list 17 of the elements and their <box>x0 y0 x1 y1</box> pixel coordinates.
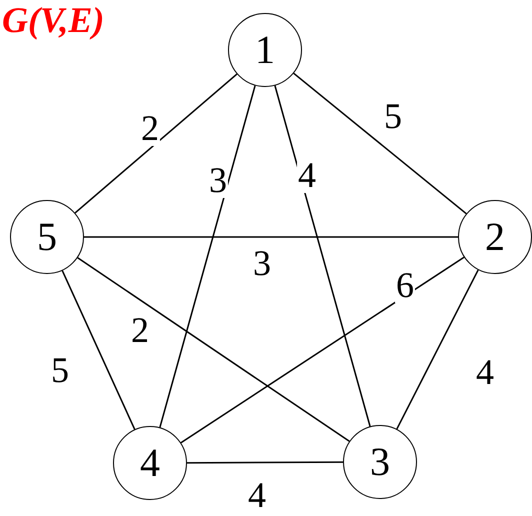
edge-line <box>180 256 464 444</box>
vertex-label: 5 <box>37 217 57 257</box>
vertex-label: 2 <box>485 217 505 257</box>
vertex-label: 3 <box>370 442 390 482</box>
vertex-label: 4 <box>140 443 160 483</box>
edge-line <box>62 270 136 430</box>
edge-line <box>293 72 467 214</box>
edge-line <box>396 270 479 430</box>
vertex-circle <box>458 200 532 274</box>
edge-line <box>159 85 256 428</box>
edge-line <box>187 461 343 464</box>
vertex-label: 1 <box>255 30 275 70</box>
edge-line <box>274 85 371 427</box>
edge-line <box>84 236 458 238</box>
edge-line <box>77 257 350 442</box>
graph-title: G(V,E) <box>2 2 104 38</box>
edge-line <box>74 74 238 214</box>
